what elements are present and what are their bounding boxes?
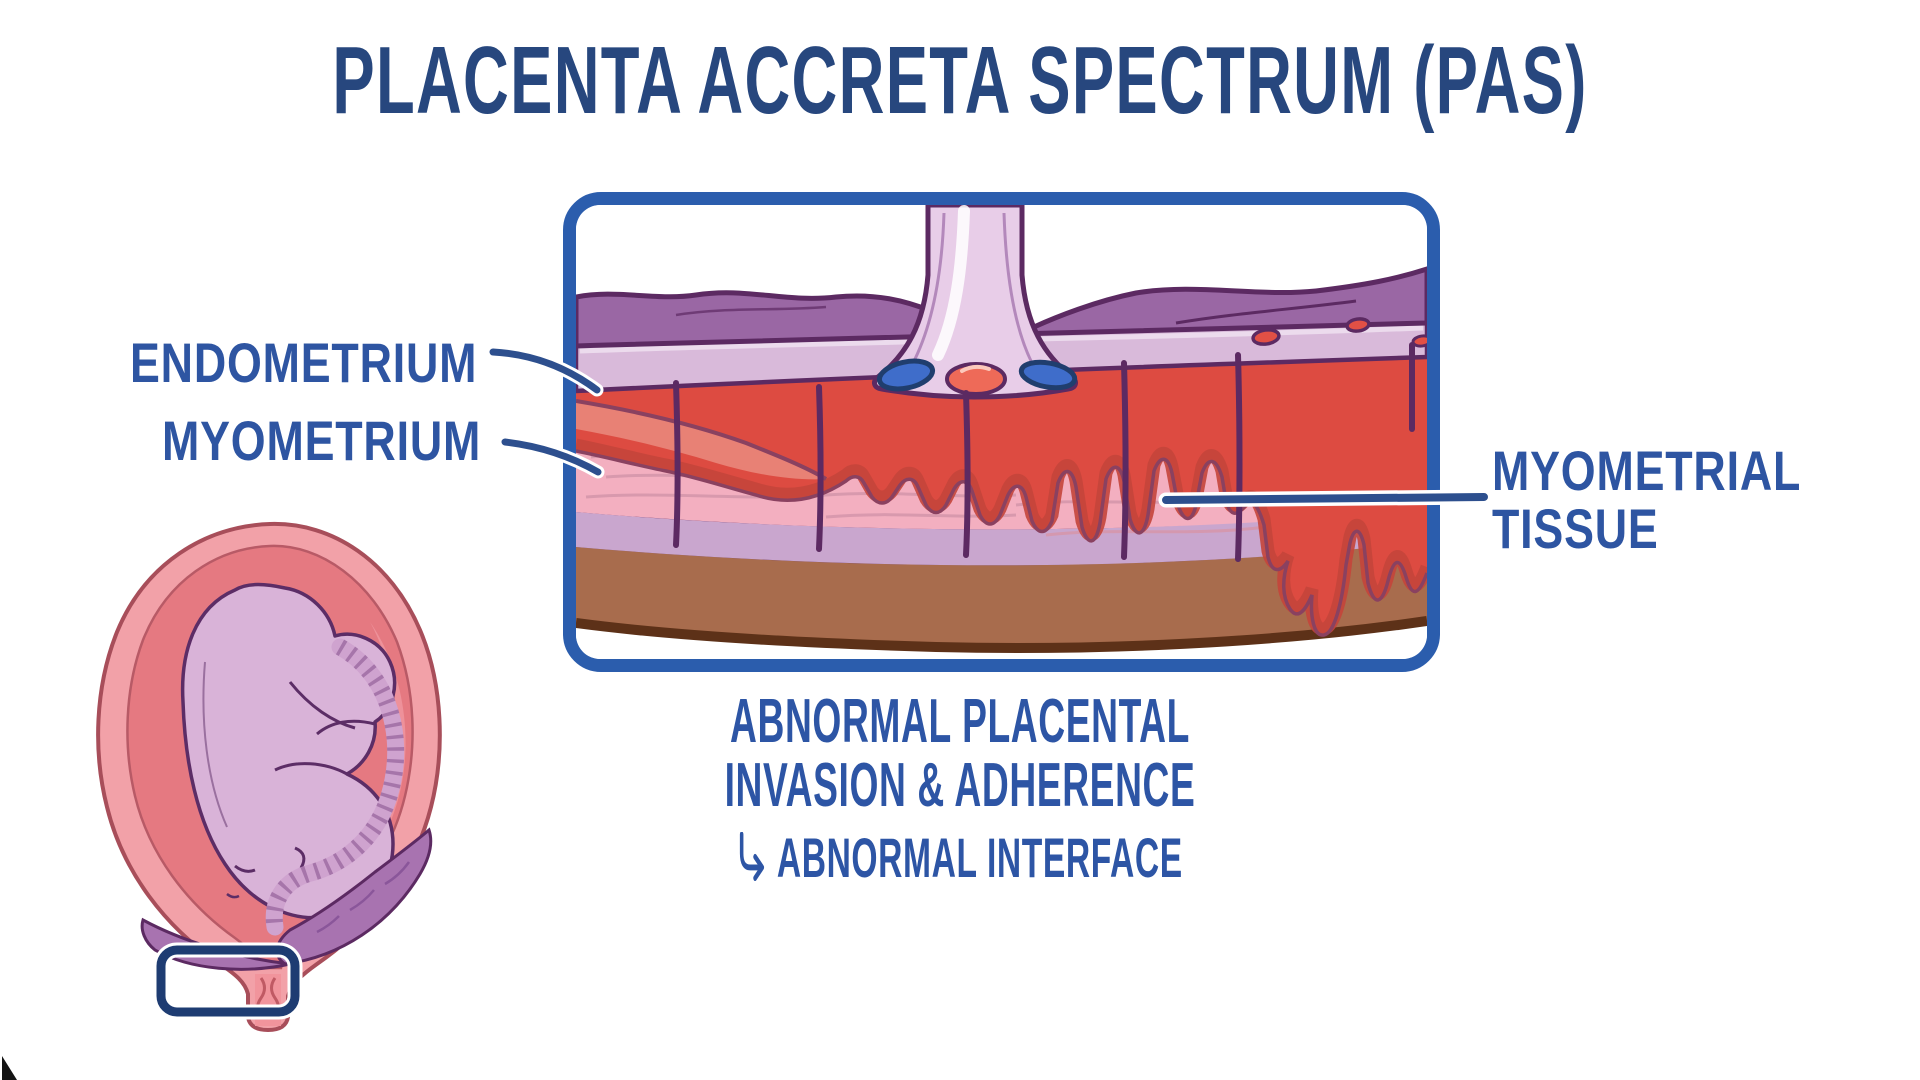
umbilical-cord	[265, 638, 405, 936]
caption-line3: ABNORMAL INTERFACE	[384, 826, 1536, 890]
return-arrow-icon	[739, 832, 764, 882]
caption-line1: ABNORMAL PLACENTAL	[730, 687, 1190, 756]
page-title: PLACENTA ACCRETA SPECTRUM (PAS)	[332, 27, 1588, 134]
label-myometrium: MYOMETRIUM	[162, 409, 482, 472]
caption-block: ABNORMAL PLACENTAL INVASION & ADHERENCE …	[0, 690, 1920, 890]
fetus-eye	[234, 864, 256, 873]
umbilical-vessels	[876, 358, 1078, 396]
label-endometrium: ENDOMETRIUM	[130, 331, 478, 394]
fetus-ear	[294, 846, 306, 869]
cross-section-frame	[563, 192, 1440, 672]
label-myometrial-tissue-line1: MYOMETRIAL	[1492, 439, 1802, 502]
label-myometrial-tissue: MYOMETRIAL TISSUE	[1492, 442, 1801, 558]
caption-line3-text: ABNORMAL INTERFACE	[776, 826, 1183, 889]
cross-section-art	[576, 205, 1427, 659]
cursor-artifact	[2, 1056, 17, 1080]
invading-placenta-red	[576, 331, 1427, 636]
uterine-wall-cross-section-illustration	[576, 205, 1427, 659]
fetus-mouth	[226, 893, 240, 899]
decidua-small-vessels	[1251, 317, 1427, 348]
inset-highlight-box	[153, 942, 303, 1020]
label-myometrial-tissue-line2: TISSUE	[1492, 497, 1659, 560]
fetus-in-utero-illustration	[96, 521, 442, 1033]
caption-line2: INVASION & ADHERENCE	[724, 751, 1196, 820]
wall-division-lines	[673, 342, 1415, 562]
